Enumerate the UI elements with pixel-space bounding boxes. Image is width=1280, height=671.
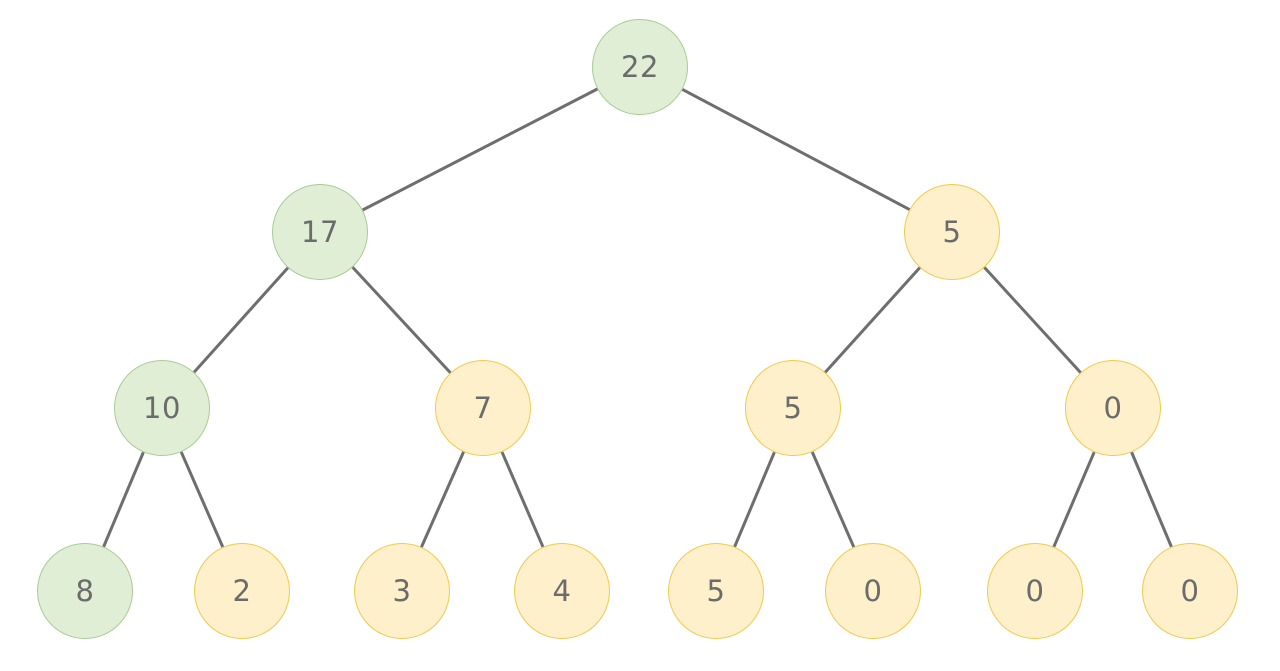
- tree-edge: [1052, 451, 1096, 548]
- tree-edge: [681, 88, 911, 211]
- tree-node-label: 2: [232, 573, 252, 608]
- tree-node-label: 5: [783, 390, 803, 425]
- tree-node-label: 7: [473, 390, 493, 425]
- tree-node[interactable]: 10: [114, 360, 210, 456]
- tree-edge: [824, 266, 921, 374]
- tree-node[interactable]: 5: [745, 360, 841, 456]
- tree-node-label: 4: [552, 573, 572, 608]
- tree-edge: [102, 451, 145, 548]
- tree-node[interactable]: 2: [194, 543, 290, 639]
- tree-node-label: 0: [1103, 390, 1123, 425]
- tree-node[interactable]: 5: [668, 543, 764, 639]
- tree-edge: [810, 451, 856, 548]
- tree-node-label: 17: [301, 214, 339, 249]
- tree-node-label: 22: [621, 49, 659, 84]
- tree-node[interactable]: 17: [272, 184, 368, 280]
- tree-edge: [179, 451, 225, 548]
- tree-node[interactable]: 0: [1142, 543, 1238, 639]
- tree-node[interactable]: 3: [354, 543, 450, 639]
- tree-node-label: 10: [143, 390, 181, 425]
- tree-edge: [351, 266, 452, 374]
- tree-node-label: 3: [392, 573, 412, 608]
- tree-node-label: 0: [863, 573, 883, 608]
- tree-node[interactable]: 0: [987, 543, 1083, 639]
- tree-node[interactable]: 7: [435, 360, 531, 456]
- tree-node[interactable]: 5: [904, 184, 1000, 280]
- tree-node[interactable]: 0: [1065, 360, 1161, 456]
- tree-node-label: 0: [1180, 573, 1200, 608]
- tree-node[interactable]: 4: [514, 543, 610, 639]
- tree-edge: [500, 451, 545, 548]
- tree-edge: [733, 451, 776, 548]
- tree-node[interactable]: 0: [825, 543, 921, 639]
- tree-node-label: 0: [1025, 573, 1045, 608]
- tree-edge: [192, 266, 290, 374]
- tree-node-label: 5: [942, 214, 962, 249]
- tree-edge: [420, 451, 465, 548]
- tree-node[interactable]: 22: [592, 19, 688, 115]
- tree-node[interactable]: 8: [37, 543, 133, 639]
- tree-edge: [1130, 451, 1173, 548]
- tree-edge: [983, 266, 1082, 374]
- tree-node-label: 5: [706, 573, 726, 608]
- tree-node-label: 8: [75, 573, 95, 608]
- tree-edge: [361, 87, 599, 212]
